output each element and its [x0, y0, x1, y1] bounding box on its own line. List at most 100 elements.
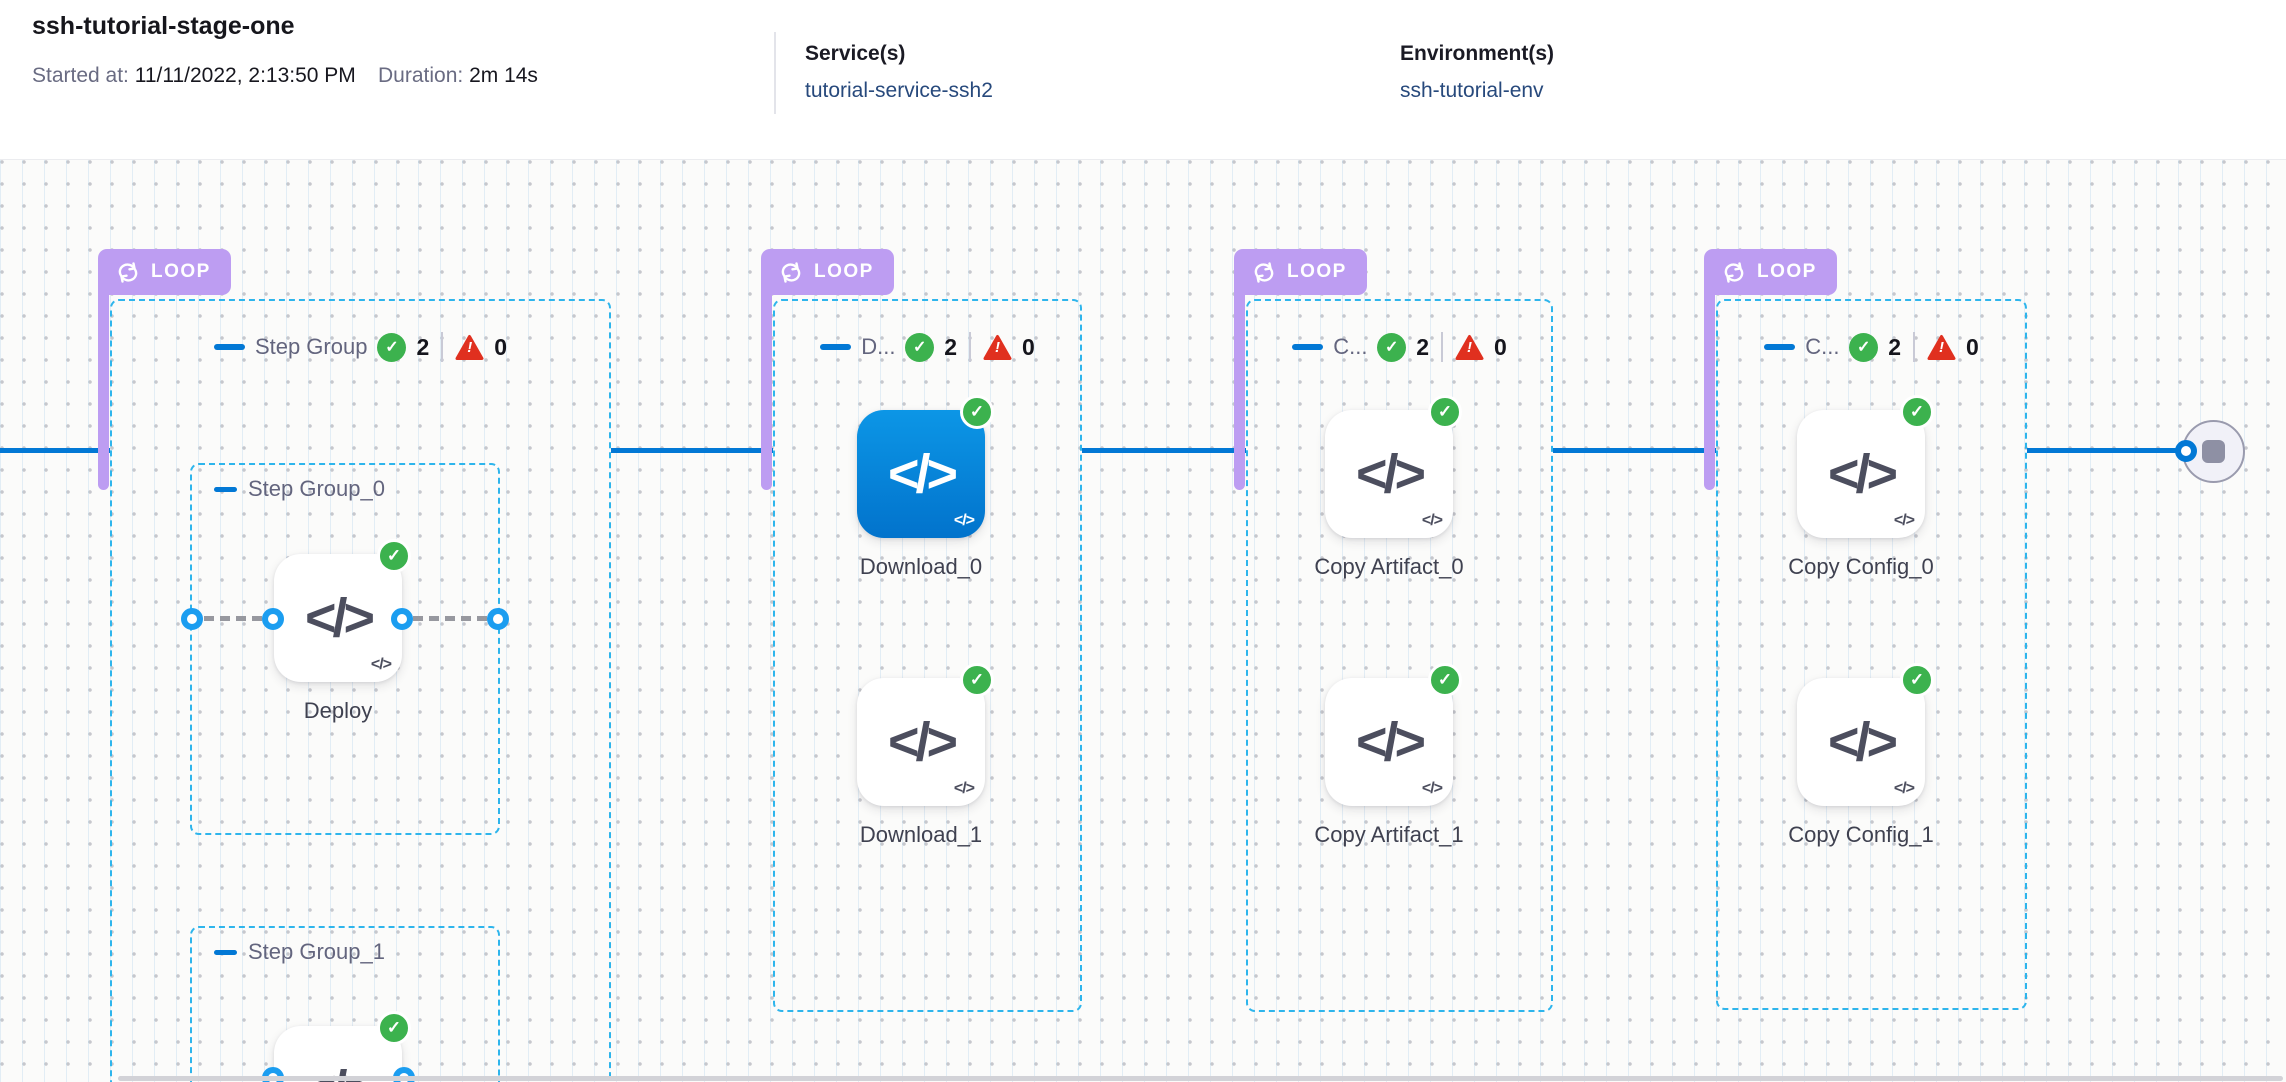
count-divider [441, 332, 444, 362]
step-node-copy-config-0[interactable]: </> </> ✓ Copy Config_0 [1788, 395, 1934, 579]
step-group-0-container [190, 463, 500, 835]
step-card: </> </> [857, 678, 985, 806]
code-icon: </> [887, 712, 958, 772]
collapse-icon[interactable] [214, 486, 237, 492]
step-group-1-header: Step Group_1 [214, 939, 385, 965]
success-count: 2 [416, 333, 430, 360]
code-icon: </> [1827, 712, 1898, 772]
step-group-1-container [190, 926, 500, 1082]
step-node-copy-artifact-1[interactable]: </> </> ✓ Copy Artifact_1 [1314, 663, 1464, 847]
warning-glyph: ! [467, 338, 473, 356]
loop-badge-label: LOOP [1287, 261, 1347, 282]
loop-badge: LOOP [98, 249, 231, 295]
pipeline-line [0, 448, 110, 453]
step-node-partial[interactable]: </> </> ✓ [273, 1011, 411, 1082]
collapse-icon[interactable] [214, 949, 237, 955]
code-badge-icon: </> [1893, 780, 1915, 797]
check-glyph: ✓ [969, 402, 985, 421]
pipeline-line [2027, 448, 2176, 453]
check-glyph: ✓ [1437, 402, 1453, 421]
services-label: Service(s) [805, 42, 906, 65]
collapse-icon[interactable] [1292, 344, 1324, 350]
step-card: </> </> [1325, 678, 1453, 806]
step-label: Copy Artifact_1 [1314, 822, 1464, 847]
connector-port[interactable] [262, 608, 284, 630]
loop-badge-label: LOOP [814, 261, 874, 282]
loop-badge-label: LOOP [151, 261, 211, 282]
group-label: C... [1805, 334, 1840, 359]
collapse-icon[interactable] [820, 344, 852, 350]
failure-icon: ! [455, 334, 484, 361]
pipeline-line [1082, 448, 1246, 453]
step-card: </> </> [1797, 410, 1925, 538]
success-icon: ✓ [1428, 395, 1462, 429]
loop-icon [1254, 261, 1274, 283]
group-header-copy-config: C... ✓ 2 ! 0 [1716, 332, 2027, 362]
loop-ribbon [98, 268, 109, 490]
failure-count: 0 [1022, 333, 1035, 360]
inner-group-label: Step Group_1 [248, 939, 385, 964]
environments-block: Environment(s) ssh-tutorial-env [1400, 42, 1554, 103]
code-icon: </> [1827, 444, 1898, 504]
connector-port[interactable] [181, 608, 203, 630]
duration-label: Duration: [378, 64, 464, 87]
count-divider [1913, 332, 1915, 362]
code-icon: </> [1355, 712, 1426, 772]
step-card: </> </> [274, 554, 402, 682]
header-divider [774, 32, 776, 114]
step-node-download-0[interactable]: </> </> ✓ Download_0 [856, 395, 994, 579]
stop-icon [2202, 440, 2225, 463]
horizontal-scrollbar[interactable] [118, 1076, 2283, 1081]
failure-icon: ! [1455, 334, 1484, 361]
step-node-download-1[interactable]: </> </> ✓ Download_1 [856, 663, 994, 847]
code-icon: </> [1355, 444, 1426, 504]
connector-port[interactable] [2175, 440, 2197, 462]
environment-link[interactable]: ssh-tutorial-env [1400, 79, 1544, 102]
pipeline-line [1553, 448, 1716, 453]
check-glyph: ✓ [1909, 402, 1925, 421]
loop-ribbon [761, 268, 772, 490]
check-glyph: ✓ [386, 1018, 402, 1037]
check-glyph: ✓ [385, 339, 399, 356]
success-icon: ✓ [377, 332, 407, 362]
group-header-download: D... ✓ 2 ! 0 [773, 332, 1082, 362]
connector-port[interactable] [487, 608, 509, 630]
count-divider [969, 332, 971, 362]
code-badge-icon: </> [953, 780, 975, 797]
started-at-value: 11/11/2022, 2:13:50 PM [134, 64, 356, 87]
success-count: 2 [944, 333, 957, 360]
failure-count: 0 [1494, 333, 1507, 360]
step-node-copy-config-1[interactable]: </> </> ✓ Copy Config_1 [1788, 663, 1934, 847]
step-card: </> </> [1797, 678, 1925, 806]
started-at-label: Started at: [32, 64, 129, 87]
services-block: Service(s) tutorial-service-ssh2 [805, 42, 993, 103]
code-badge-icon: </> [1421, 780, 1443, 797]
check-glyph: ✓ [1437, 670, 1453, 689]
loop-icon [118, 261, 138, 283]
success-icon: ✓ [1900, 395, 1934, 429]
step-label: Copy Config_0 [1788, 554, 1934, 579]
code-icon: </> [304, 588, 375, 648]
pipeline-canvas[interactable]: LOOP Step Group ✓ 2 ! 0 Step Group_0 </> [0, 160, 2286, 1082]
stage-title: ssh-tutorial-stage-one [32, 12, 295, 40]
code-icon: </> [887, 444, 958, 504]
success-icon: ✓ [1377, 332, 1407, 362]
step-group-0-header: Step Group_0 [214, 476, 385, 502]
step-card: </> </> [1325, 410, 1453, 538]
loop-group-copy-config [1716, 299, 2027, 1010]
code-badge-icon: </> [953, 512, 975, 529]
loop-ribbon [1234, 268, 1245, 490]
step-node-copy-artifact-0[interactable]: </> </> ✓ Copy Artifact_0 [1314, 395, 1464, 579]
warning-glyph: ! [995, 338, 1000, 356]
service-link[interactable]: tutorial-service-ssh2 [805, 79, 993, 102]
collapse-icon[interactable] [213, 344, 245, 350]
loop-icon [1724, 261, 1744, 283]
step-node-deploy[interactable]: </> </> ✓ Deploy [273, 539, 411, 723]
failure-icon: ! [983, 334, 1012, 361]
loop-ribbon [1704, 268, 1715, 490]
success-count: 2 [1888, 333, 1901, 360]
collapse-icon[interactable] [1764, 344, 1796, 350]
loop-group-step-group [110, 299, 611, 1082]
step-label: Deploy [303, 698, 373, 723]
connector-port[interactable] [391, 608, 413, 630]
